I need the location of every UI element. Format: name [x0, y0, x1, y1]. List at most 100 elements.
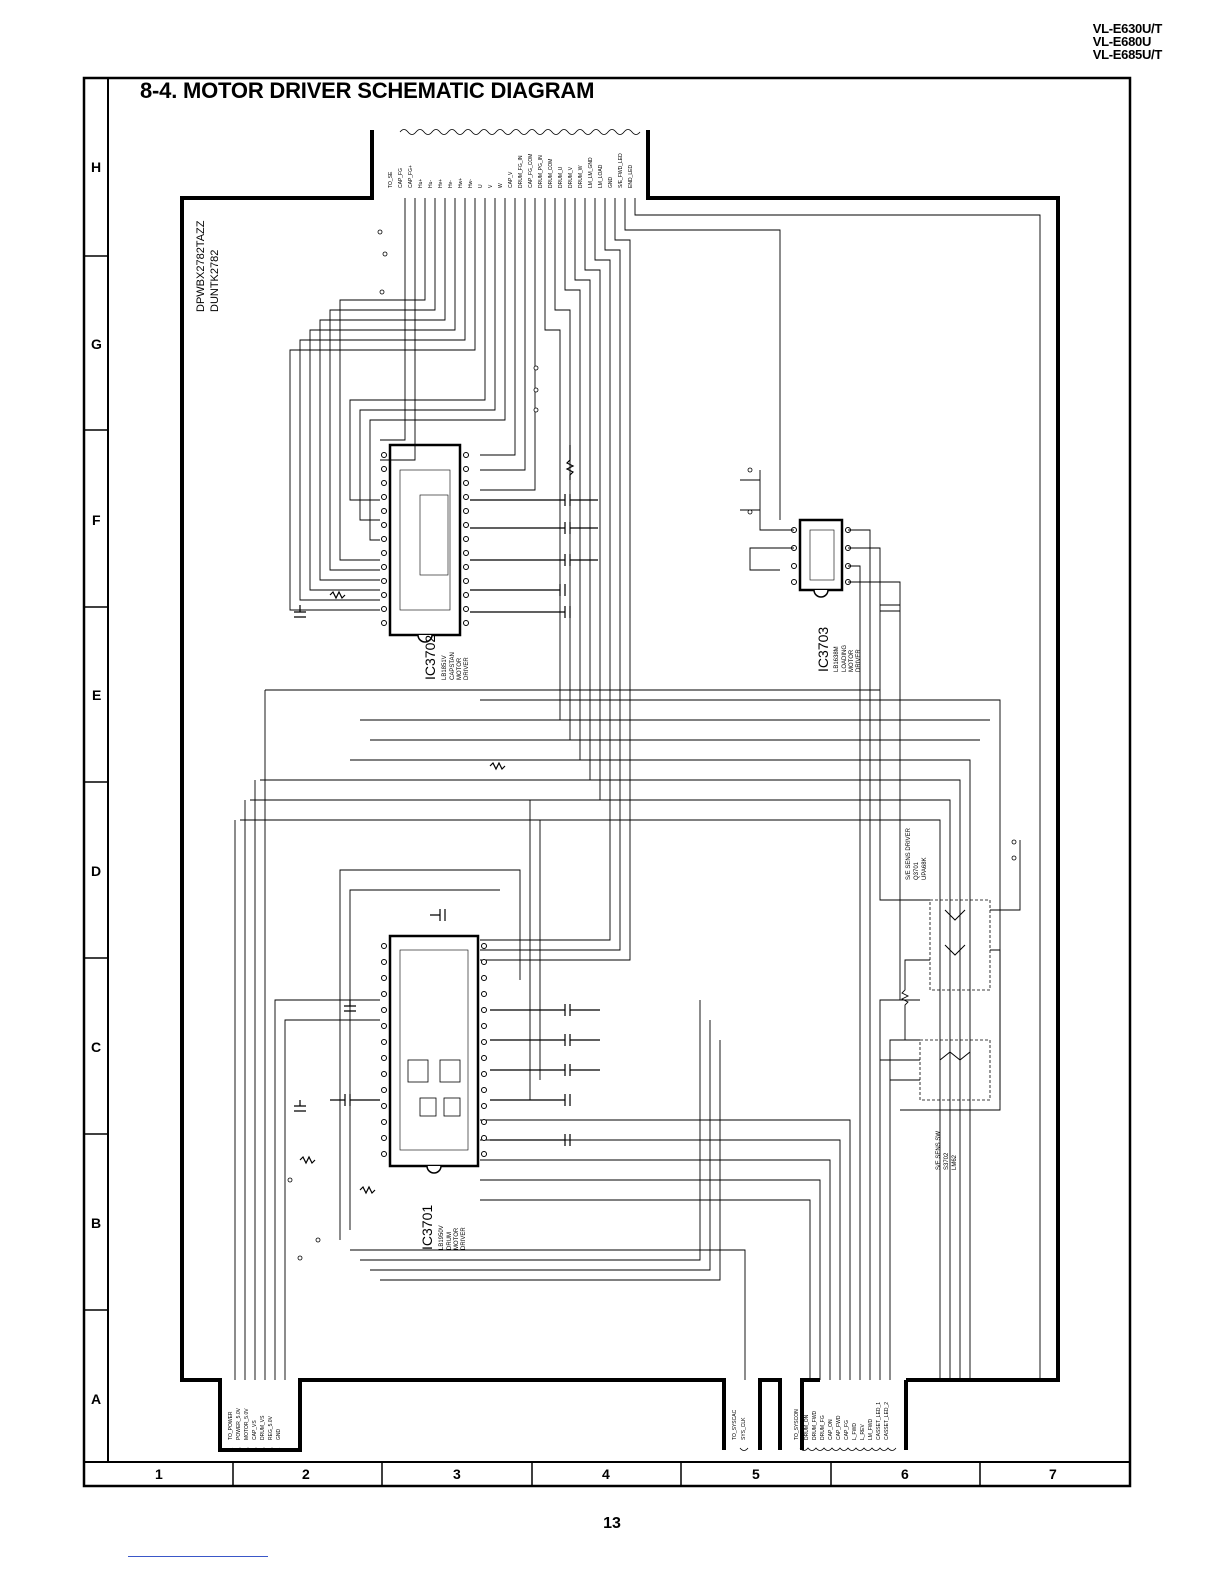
svg-text:END_LED: END_LED — [628, 165, 634, 188]
svg-text:DRUM_W: DRUM_W — [578, 165, 584, 188]
ic-ref: IC3703 — [815, 627, 831, 672]
grid-row-label: B — [91, 1215, 101, 1231]
svg-text:LM_LOAD: LM_LOAD — [598, 164, 604, 188]
svg-text:L_REV: L_REV — [860, 1423, 866, 1440]
svg-text:U: U — [478, 184, 484, 188]
pcb-part-number: DPWBX2782TAZZ — [195, 220, 207, 312]
svg-text:MOTOR_5.0V: MOTOR_5.0V — [244, 1408, 250, 1440]
ic3703-loading-driver: IC3703 LB1638M LOADING MOTOR DRIVER — [798, 518, 862, 672]
ic3703-pins — [791, 527, 851, 585]
svg-text:CAP_FG: CAP_FG — [398, 168, 404, 188]
grid-row-label: D — [91, 863, 101, 879]
capacitors-ic3702 — [294, 445, 598, 618]
ic3702-capstan-driver: IC3702 LB1851V CAPSTAN MOTOR DRIVER — [388, 443, 470, 680]
svg-text:DRUM_U: DRUM_U — [558, 166, 564, 188]
grid-row-label: F — [92, 512, 101, 528]
grid-column-label: 6 — [901, 1466, 909, 1482]
connector-name: TO_SYSCON — [794, 1409, 800, 1440]
ic-desc: DRIVER — [461, 1227, 467, 1250]
grid-column-label: 4 — [602, 1466, 610, 1482]
svg-text:Hv+: Hv+ — [438, 179, 444, 188]
pcb-outline — [180, 130, 1060, 1452]
svg-text:REG_5.0V: REG_5.0V — [268, 1415, 274, 1440]
grid-row-label: G — [91, 336, 102, 352]
svg-text:SYS_CLK: SYS_CLK — [741, 1417, 747, 1440]
svg-text:CASSET_LED_1: CASSET_LED_1 — [876, 1402, 882, 1440]
svg-text:LM_FWD: LM_FWD — [868, 1419, 874, 1441]
svg-text:DRUM_FG_IN: DRUM_FG_IN — [518, 155, 524, 188]
svg-text:DRUM_COM: DRUM_COM — [548, 159, 554, 188]
ic-desc: DRIVER — [856, 649, 862, 672]
svg-text:DRUM_V: DRUM_V — [568, 166, 574, 188]
svg-text:S/E_FWD_LED: S/E_FWD_LED — [618, 153, 624, 188]
sensor-part: LM62 — [952, 1154, 958, 1170]
svg-text:CASSET_LED_2: CASSET_LED_2 — [884, 1402, 890, 1440]
svg-text:DRUM_ON: DRUM_ON — [804, 1414, 810, 1440]
model-list: VL-E630U/T VL-E680U VL-E685U/T — [1092, 21, 1163, 62]
svg-text:L_FWD: L_FWD — [852, 1423, 858, 1440]
connector-bottom-mid: TO_SYSCAC SYS_CLK — [732, 1409, 749, 1451]
ic-desc: DRUM — [447, 1232, 453, 1250]
ic-desc: CAPSTAN — [450, 652, 456, 680]
svg-text:CAP_ON: CAP_ON — [828, 1419, 834, 1440]
ic-part: LB1851V — [442, 655, 448, 680]
model-name: VL-E630U/T — [1092, 21, 1163, 36]
grid-row-label: A — [91, 1391, 101, 1407]
svg-text:LM_LM_GND: LM_LM_GND — [588, 157, 594, 188]
svg-text:Hv-: Hv- — [448, 180, 454, 188]
ic-ref: IC3701 — [419, 1205, 435, 1250]
svg-text:DRUM_FWD: DRUM_FWD — [812, 1410, 818, 1440]
ic3702-pins — [381, 452, 469, 626]
sensor-label: S/E SENS DRIVER — [906, 827, 912, 880]
sensor-ref: S3702 — [944, 1152, 950, 1170]
connector-name: TO_SYSCAC — [732, 1409, 738, 1440]
wiring-sensors — [880, 840, 1021, 1111]
connector-top: TO_SE CAP_FG CAP_FG+ Hu+ Hu- Hv+ Hv- Hw+… — [388, 129, 641, 189]
ic3701-drum-driver: IC3701 LB1950V DRUM MOTOR DRIVER — [388, 934, 480, 1250]
ic-part: LB1638M — [834, 646, 840, 672]
page-number: 13 — [603, 1515, 621, 1532]
grid-column-label: 3 — [453, 1466, 461, 1482]
svg-text:CAP_FWD: CAP_FWD — [836, 1415, 842, 1440]
ic3701-pins — [381, 943, 487, 1157]
svg-text:DRUM_PG_IN: DRUM_PG_IN — [538, 155, 544, 188]
page-title: 8-4. MOTOR DRIVER SCHEMATIC DIAGRAM — [140, 78, 595, 103]
grid-row-label: C — [91, 1039, 101, 1055]
svg-text:CAP_FG+: CAP_FG+ — [408, 165, 414, 188]
svg-text:DRUM_VS: DRUM_VS — [260, 1415, 266, 1440]
ic-desc: DRIVER — [464, 657, 470, 680]
svg-text:CAP_V: CAP_V — [508, 171, 514, 188]
wiring-ic3703 — [740, 470, 901, 1000]
svg-text:GND: GND — [608, 177, 614, 189]
grid-column-label: 1 — [155, 1466, 163, 1482]
connector-name: TO_POWER — [228, 1411, 234, 1440]
svg-text:V: V — [488, 184, 494, 188]
test-points — [287, 229, 1017, 1261]
grid-row-labels: H G F E D C B A — [91, 159, 102, 1407]
sensor-ref: Q3701 — [914, 861, 920, 880]
grid-column-label: 5 — [752, 1466, 760, 1482]
sensor-label: S/E SENS SW — [936, 1131, 942, 1170]
connector-name: TO_SE — [388, 171, 394, 188]
svg-text:DRUM_FG: DRUM_FG — [820, 1415, 826, 1440]
svg-text:GND: GND — [276, 1429, 282, 1441]
svg-text:CAP_FG_COM: CAP_FG_COM — [528, 154, 534, 188]
grid-row-label: E — [92, 687, 101, 703]
svg-text:W: W — [498, 183, 504, 188]
svg-text:Hw+: Hw+ — [458, 178, 464, 188]
ic-desc: MOTOR — [457, 657, 463, 680]
se-sens-driver: S/E SENS DRIVER Q3701 UPA68K — [906, 827, 991, 991]
svg-text:Hw-: Hw- — [468, 179, 474, 188]
svg-text:POWER_5.0V: POWER_5.0V — [236, 1407, 242, 1440]
svg-text:Hu-: Hu- — [428, 180, 434, 188]
grid-frame — [82, 76, 1132, 1488]
footer-rule — [128, 1556, 268, 1557]
ic-desc: MOTOR — [454, 1227, 460, 1250]
grid-column-label: 7 — [1049, 1466, 1057, 1482]
model-name: VL-E685U/T — [1092, 47, 1163, 62]
ic-part: LB1950V — [439, 1225, 445, 1250]
se-sens-switch: S/E SENS SW S3702 LM62 — [919, 1039, 991, 1170]
model-name: VL-E680U — [1092, 34, 1152, 49]
ic-ref: IC3702 — [422, 635, 438, 680]
